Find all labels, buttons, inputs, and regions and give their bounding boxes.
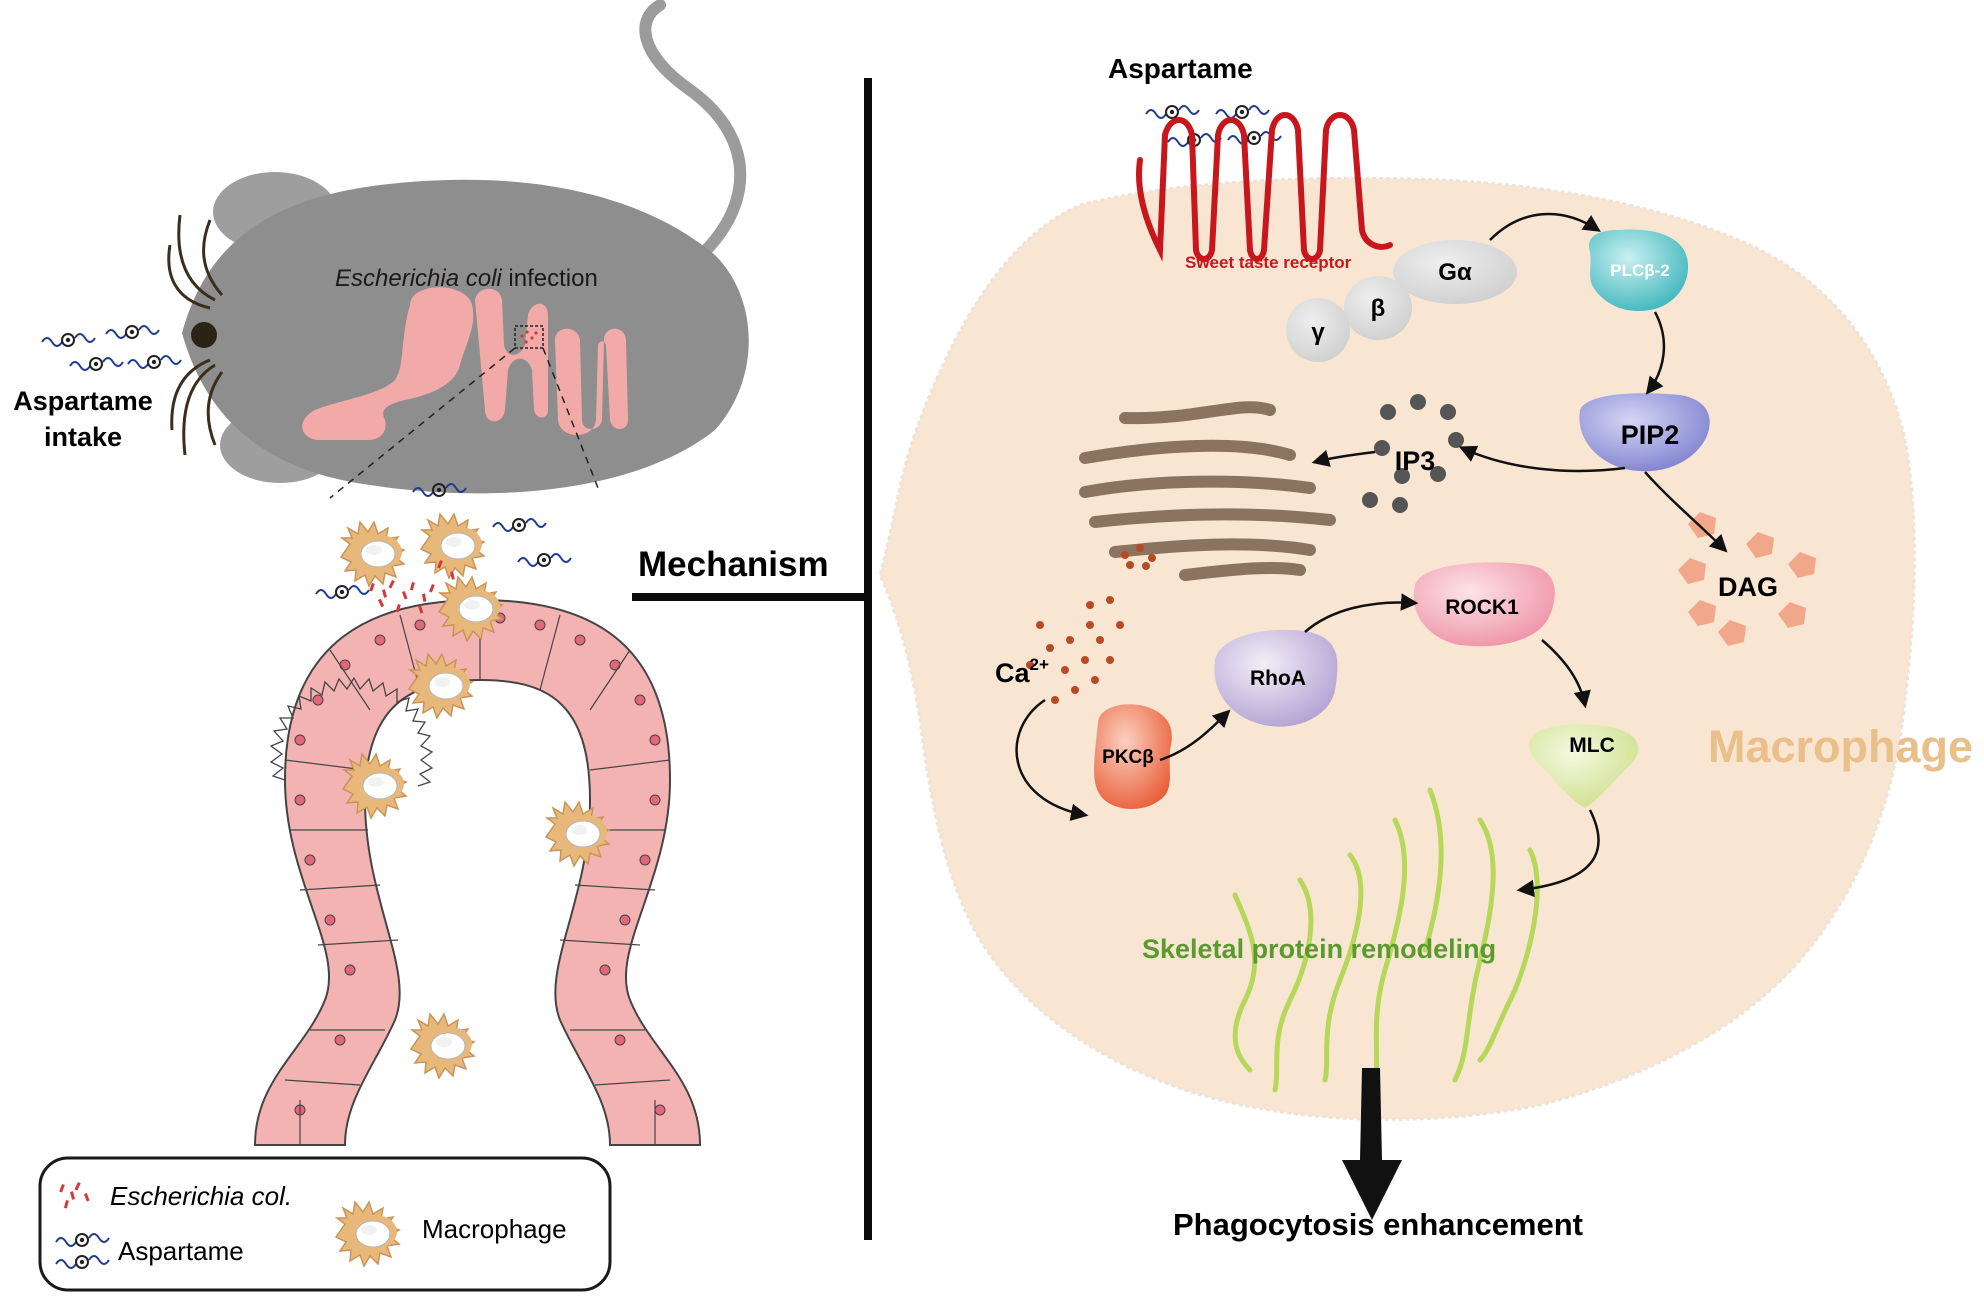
macrophage-cell-label: Macrophage	[1708, 721, 1973, 772]
infection-label: Escherichia coli infection	[335, 265, 598, 292]
mouse-tail	[639, 0, 747, 286]
ip3-molecules	[1362, 394, 1464, 513]
mechanism-label: Mechanism	[638, 545, 829, 584]
legend-ecoli-label: Escherichia col.	[110, 1181, 292, 1211]
receptor-label: Sweet taste receptor	[1185, 253, 1352, 272]
aspartame-intake-label: Aspartame	[13, 386, 153, 416]
pip2-label: PIP2	[1621, 420, 1680, 450]
pkcb-label: PKCβ	[1102, 747, 1154, 768]
actin-filaments	[1232, 787, 1540, 1093]
pip2-protein	[1579, 393, 1710, 472]
aspartame-label-right: Aspartame	[1108, 53, 1253, 84]
ggamma-protein	[1286, 298, 1350, 362]
mouse-intestine	[302, 287, 628, 440]
gbeta-protein	[1344, 276, 1412, 340]
galpha-label: Gα	[1438, 259, 1472, 286]
calcium-store	[1121, 544, 1156, 570]
mouse: Escherichia coli infection	[167, 0, 749, 494]
zoom-line-left	[329, 347, 516, 499]
dag-molecules	[1678, 512, 1816, 646]
ip3-label: IP3	[1395, 446, 1436, 476]
outcome-label: Phagocytosis enhancement	[1173, 1207, 1583, 1242]
legend-aspartame-label: Aspartame	[118, 1236, 244, 1266]
plcb2-label: PLCβ-2	[1610, 261, 1670, 280]
ecoli-bacteria	[369, 560, 455, 614]
legend: Escherichia col. Aspartame Macrophage	[38, 1156, 612, 1292]
rhoa-protein	[1214, 629, 1338, 727]
galpha-protein	[1393, 240, 1517, 304]
pathway-arrows	[1015, 212, 1728, 898]
pkcb-protein	[1094, 704, 1172, 810]
aspartame-intake-label-2: intake	[44, 422, 122, 452]
calcium-label: Ca2+	[995, 655, 1049, 688]
mlc-label: MLC	[1569, 734, 1615, 757]
outcome-arrow	[1342, 1068, 1402, 1220]
legend-macrophage-label: Macrophage	[422, 1214, 567, 1244]
rock1-protein	[1413, 562, 1555, 647]
gbeta-label: β	[1371, 295, 1386, 322]
aspartame-molecules-intake	[41, 325, 182, 371]
mouse-eye	[191, 322, 217, 348]
legend-box	[38, 1156, 612, 1292]
intestinal-villus	[253, 598, 702, 1146]
rhoa-label: RhoA	[1250, 667, 1306, 690]
calcium-ions	[1026, 596, 1124, 704]
plcb2-protein	[1589, 229, 1689, 311]
mouse-whiskers	[167, 214, 224, 456]
ggamma-label: γ	[1311, 319, 1325, 346]
dag-label: DAG	[1718, 572, 1778, 602]
rock1-label: ROCK1	[1445, 596, 1519, 619]
sweet-taste-receptor	[1136, 112, 1393, 262]
skeletal-remodeling-label: Skeletal protein remodeling	[1142, 934, 1496, 964]
legend-ecoli-icon	[59, 1181, 90, 1209]
mlc-protein	[1529, 724, 1639, 808]
